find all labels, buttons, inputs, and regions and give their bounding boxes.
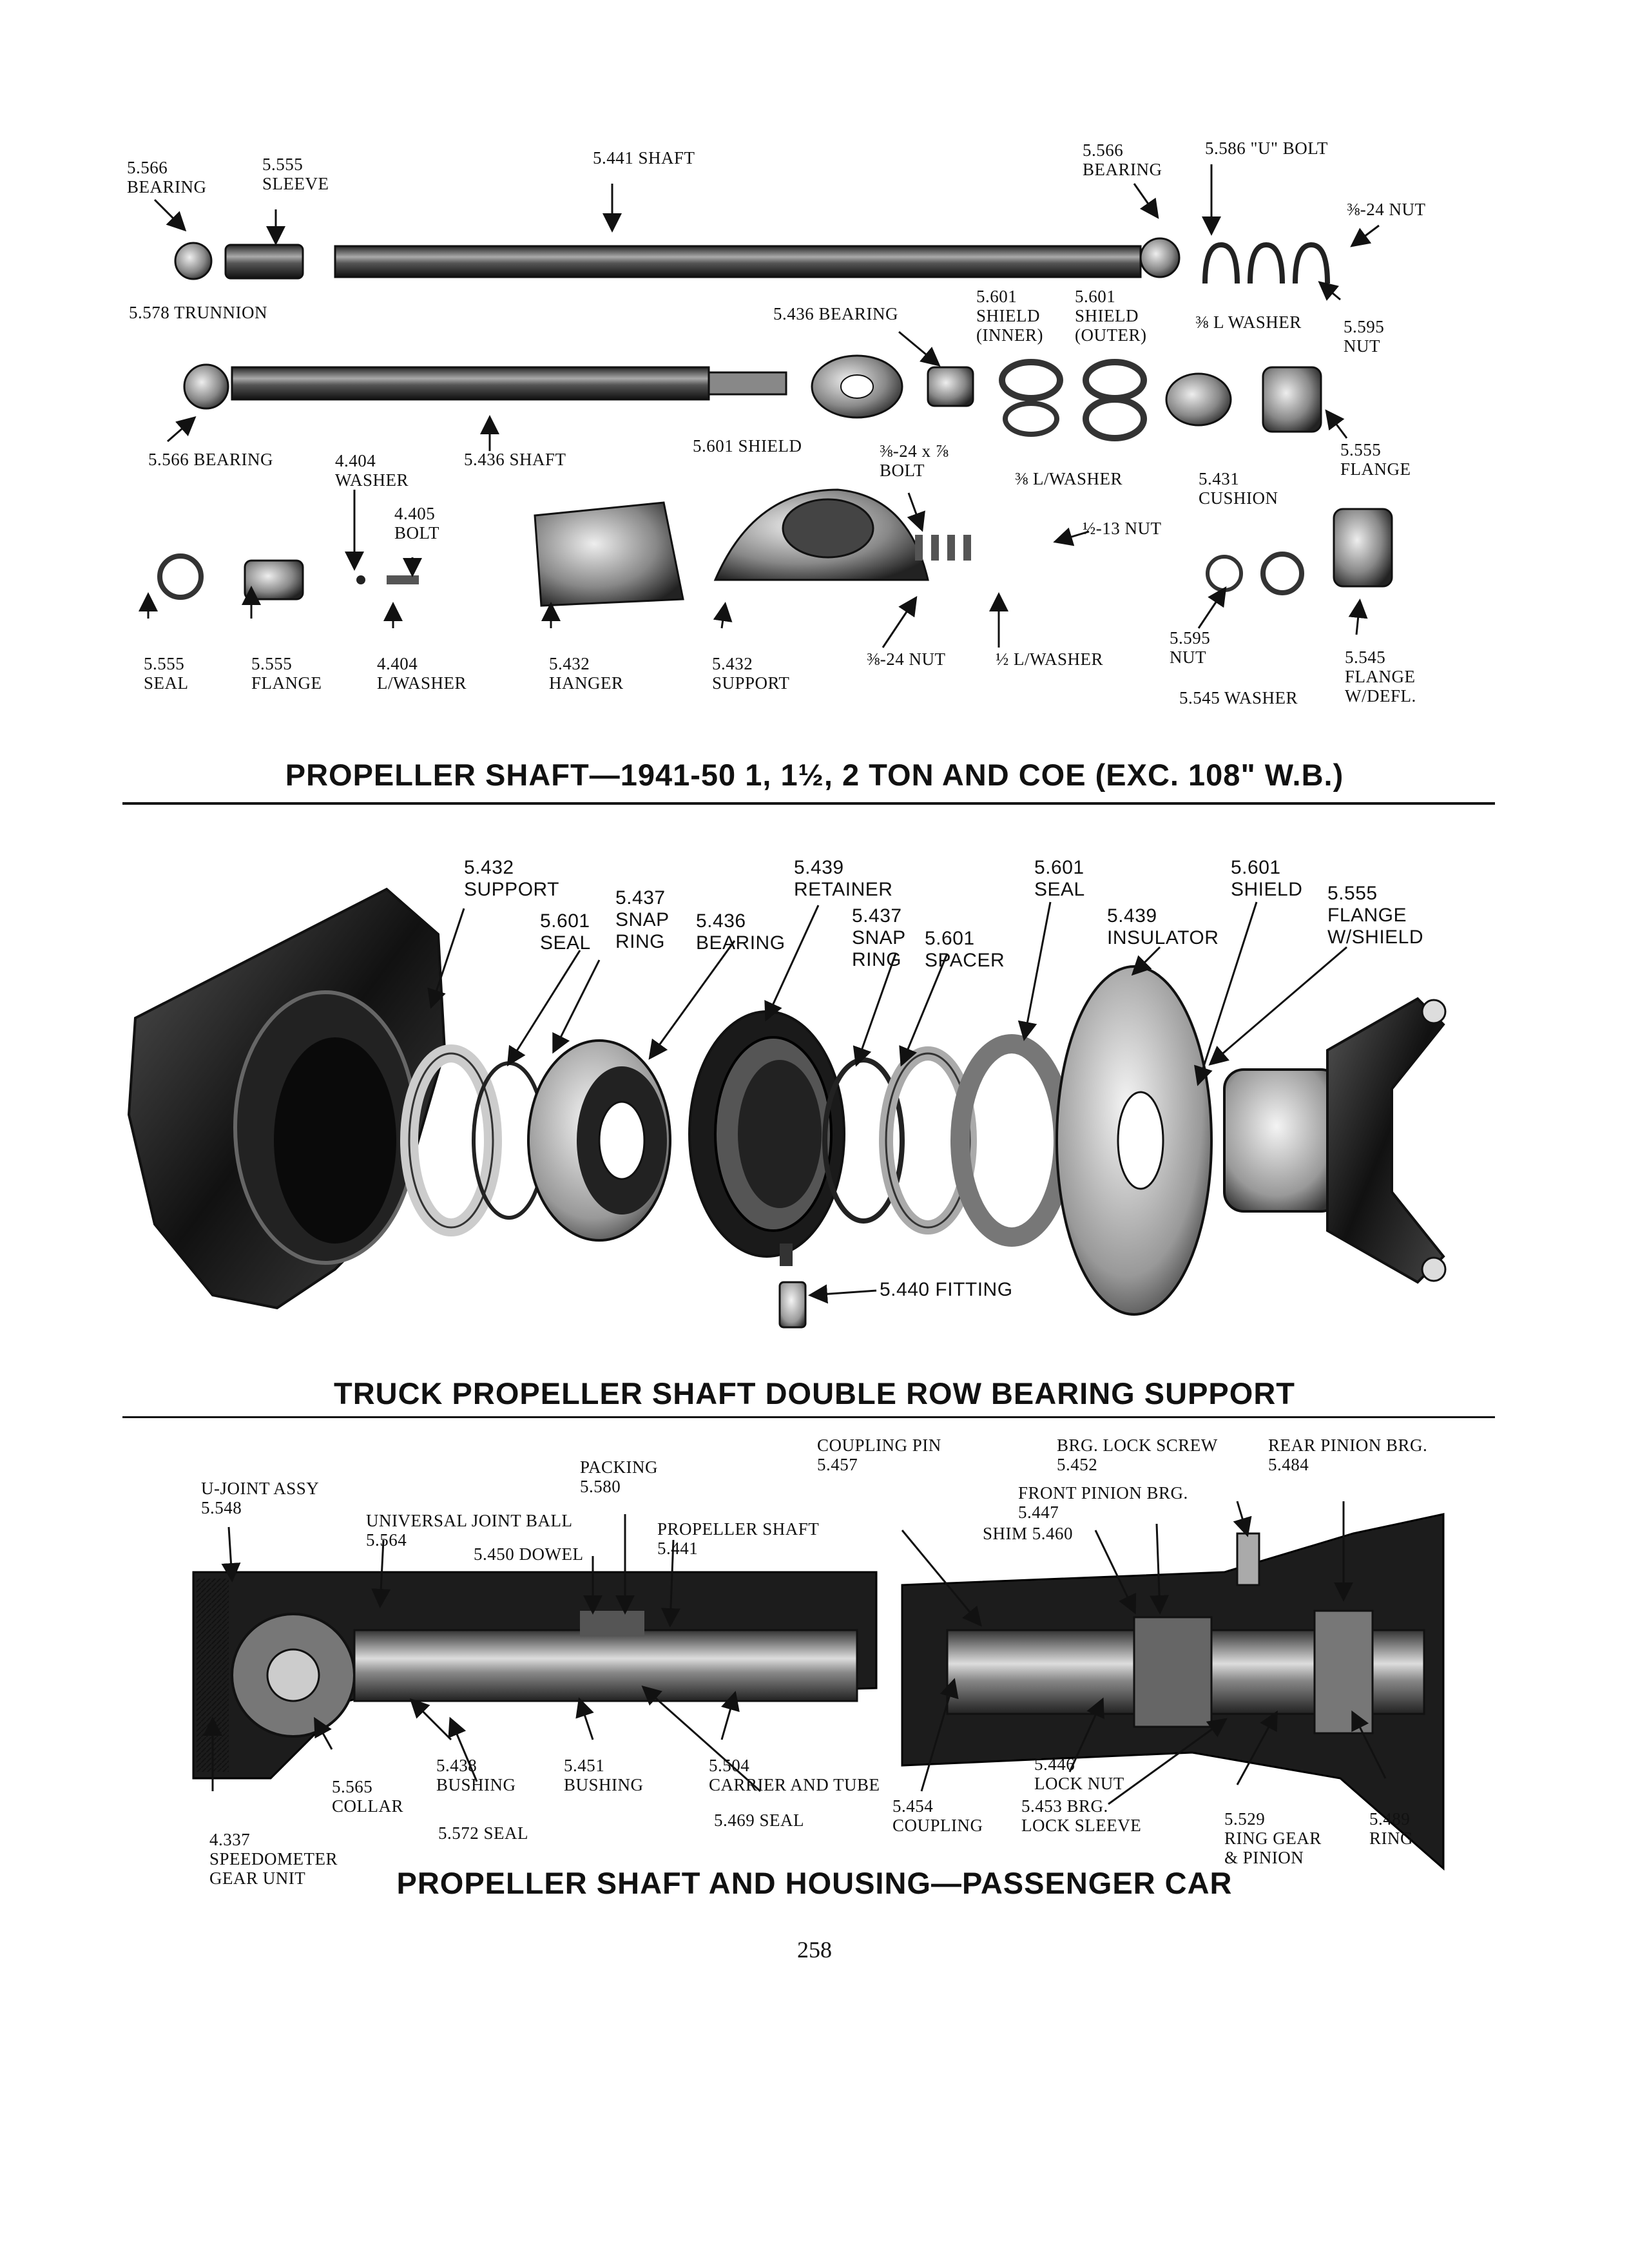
label-1-601-shield: 5.601 SHIELD [693, 436, 802, 456]
label-1-l-washer: ⅜ L WASHER [1195, 312, 1302, 332]
label-1-436-shaft: 5.436 SHAFT [464, 450, 566, 469]
label-1-566-bearing: 5.566 BEARING [127, 158, 207, 197]
label-3-packing: PACKING 5.580 [580, 1457, 659, 1496]
exploded-shaft-diagram [139, 164, 1393, 648]
label-1-601-shield-inner: 5.601 SHIELD (INNER) [976, 287, 1043, 345]
section-title-1: PROPELLER SHAFT—1941-50 1, 1½, 2 TON AND… [285, 758, 1344, 792]
label-1-555-sleeve: 5.555 SLEEVE [262, 155, 329, 193]
label-3-speedometer: 4.337 SPEEDOMETER GEAR UNIT [209, 1830, 338, 1888]
label-1-595-nut-2: 5.595 NUT [1170, 628, 1211, 667]
label-3-529-ring-gear: 5.529 RING GEAR & PINION [1224, 1809, 1322, 1867]
label-1-431-cushion: 5.431 CUSHION [1199, 469, 1278, 508]
small-parts-row [157, 488, 1393, 607]
label-2-437-snap-ring: 5.437 SNAP RING [615, 887, 670, 952]
label-3-489-ring: 5.489 RING [1369, 1809, 1413, 1848]
label-1-566-bearing-lower: 5.566 BEARING [148, 450, 273, 469]
label-3-438-bushing: 5.438 BUSHING [436, 1756, 516, 1794]
housing-cutaway-diagram [192, 1501, 1445, 1871]
label-2-601-spacer: 5.601 SPACER [925, 928, 1005, 971]
label-3-450-dowel: 5.450 DOWEL [474, 1544, 584, 1564]
divider-1 [122, 802, 1495, 805]
bearing-support-diagram [127, 887, 1447, 1329]
label-1-24-nut: ⅜-24 NUT [867, 649, 946, 669]
leader-lines [139, 164, 1380, 648]
label-3-shim: SHIM 5.460 [983, 1524, 1074, 1543]
label-3-469-seal: 5.469 SEAL [714, 1811, 804, 1830]
label-3-446-lock-nut: 5.446 LOCK NUT [1034, 1754, 1124, 1793]
label-3-565-collar: 5.565 COLLAR [332, 1777, 403, 1816]
label-1-432-hanger: 5.432 HANGER [549, 654, 624, 693]
label-1-555-seal: 5.555 SEAL [144, 654, 189, 693]
section-title-3: PROPELLER SHAFT AND HOUSING—PASSENGER CA… [396, 1866, 1233, 1900]
label-1-405-bolt: 4.405 BOLT [394, 504, 440, 543]
label-1-601-shield-outer: 5.601 SHIELD (OUTER) [1075, 287, 1147, 345]
label-1-595-nut: 5.595 NUT [1344, 317, 1385, 356]
label-1-578-trunnion: 5.578 TRUNNION [129, 303, 267, 322]
label-3-rear-pinion-brg: REAR PINION BRG. 5.484 [1268, 1436, 1428, 1474]
label-1-half-l-washer: ½ L/WASHER [996, 649, 1103, 669]
label-1-nut: ⅜-24 NUT [1347, 200, 1426, 219]
label-1-566-bearing-right: 5.566 BEARING [1083, 140, 1162, 179]
label-1-586-u-bolt: 5.586 "U" BOLT [1205, 139, 1328, 158]
label-1-555-flange: 5.555 FLANGE [1340, 440, 1411, 479]
label-1-432-support: 5.432 SUPPORT [712, 654, 790, 693]
label-3-453-lock-sleeve: 5.453 BRG. LOCK SLEEVE [1021, 1796, 1142, 1835]
label-2-437-snap-ring-2: 5.437 SNAP RING [852, 905, 906, 970]
label-1-436-bearing: 5.436 BEARING [773, 304, 898, 323]
label-3-572-seal: 5.572 SEAL [438, 1823, 528, 1843]
label-1-half-nut: ½-13 NUT [1083, 519, 1162, 538]
label-2-555-flange: 5.555 FLANGE W/SHIELD [1327, 883, 1424, 948]
label-2-440-fitting: 5.440 FITTING [880, 1279, 1013, 1300]
label-1-404-l-washer: 4.404 L/WASHER [377, 654, 467, 693]
divider-2 [122, 1416, 1495, 1418]
label-1-404-washer: 4.404 WASHER [335, 451, 409, 490]
label-1-l-washer-2: ⅜ L/WASHER [1015, 469, 1123, 488]
label-3-504-carrier: 5.504 CARRIER AND TUBE [709, 1756, 880, 1794]
label-3-universal-joint-ball: UNIVERSAL JOINT BALL 5.564 [366, 1511, 573, 1550]
label-3-brg-lock-screw: BRG. LOCK SCREW 5.452 [1057, 1436, 1218, 1474]
label-1-555-flange-2: 5.555 FLANGE [251, 654, 322, 693]
label-1-441-shaft: 5.441 SHAFT [593, 148, 695, 168]
label-2-436-bearing: 5.436 BEARING [696, 910, 786, 954]
label-2-439-retainer: 5.439 RETAINER [794, 857, 893, 900]
label-2-432-support: 5.432 SUPPORT [464, 857, 559, 900]
label-2-601-seal: 5.601 SEAL [540, 910, 591, 954]
label-2-439-insulator: 5.439 INSULATOR [1107, 905, 1219, 948]
label-3-454-coupling: 5.454 COUPLING [892, 1796, 983, 1835]
page-number: 258 [797, 1937, 832, 1963]
lower-shaft [183, 354, 1322, 441]
label-1-545-washer: 5.545 WASHER [1179, 688, 1298, 707]
label-1-545-flange: 5.545 FLANGE W/DEFL. [1345, 648, 1416, 706]
label-1-bolt: ⅜-24 x ⅞ BOLT [880, 441, 949, 480]
label-2-601-shield: 5.601 SHIELD [1231, 857, 1303, 900]
label-3-u-joint-assy: U-JOINT ASSY 5.548 [201, 1479, 320, 1517]
label-3-coupling-pin: COUPLING PIN 5.457 [817, 1436, 941, 1474]
upper-shaft [174, 237, 1330, 284]
label-3-front-pinion-brg: FRONT PINION BRG. 5.447 [1018, 1483, 1188, 1522]
label-3-propeller-shaft: PROPELLER SHAFT 5.441 [657, 1519, 820, 1558]
section-title-2: TRUCK PROPELLER SHAFT DOUBLE ROW BEARING… [334, 1376, 1295, 1410]
label-2-601-seal-2: 5.601 SEAL [1034, 857, 1085, 900]
label-3-451-bushing: 5.451 BUSHING [564, 1756, 644, 1794]
